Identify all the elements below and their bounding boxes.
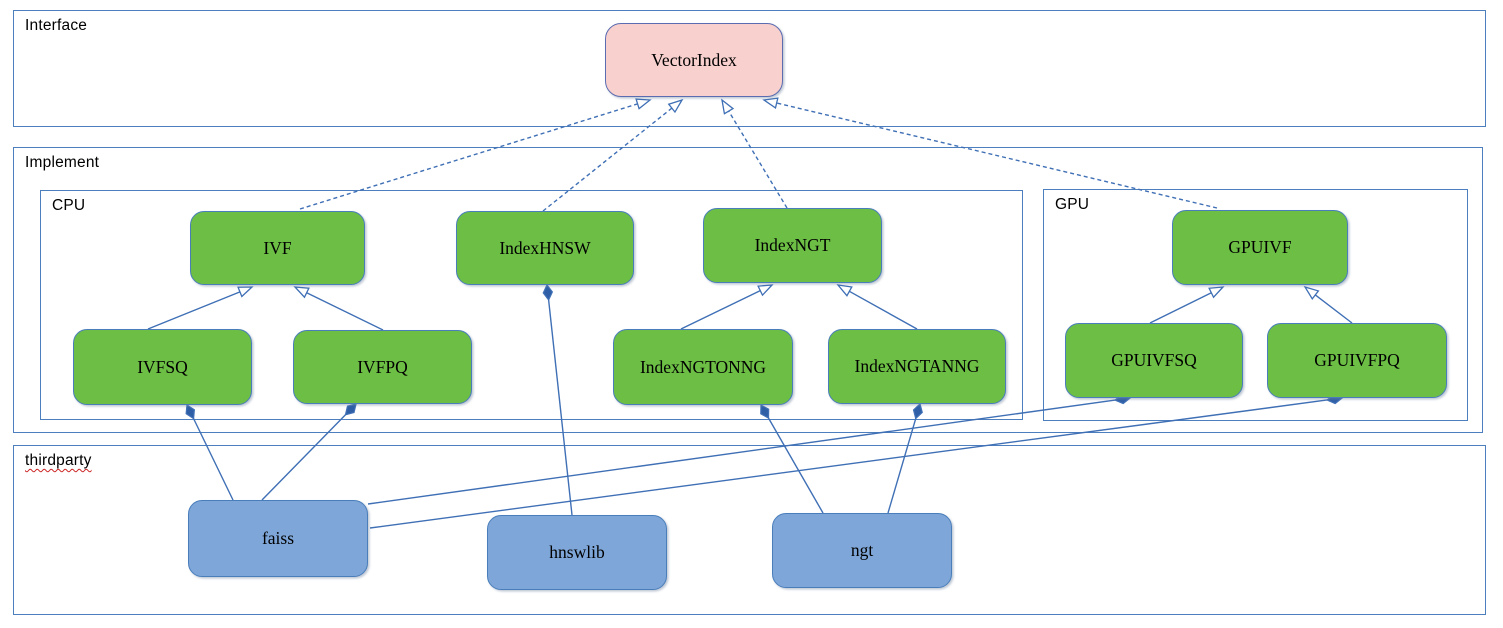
diamond-indexngtanng-ngt [912,402,923,420]
node-label-gpuivfsq: GPUIVFSQ [1111,350,1197,370]
node-ivf[interactable]: IVF [190,211,365,285]
edge-indexngtonng-indexngt [680,290,761,330]
edge-ivfpq-faiss [261,414,347,501]
node-indexngt[interactable]: IndexNGT [703,208,882,283]
node-ivfsq[interactable]: IVFSQ [73,329,252,405]
edge-indexhnsw-hnswlib [547,299,573,516]
edge-ivfsq-faiss [192,418,234,501]
arrowhead-gpuivfpq-gpuivf [1303,285,1320,301]
section-frame-thirdparty[interactable]: thirdparty [13,445,1486,615]
section-frame-implement[interactable]: Implement [13,147,1483,433]
node-label-indexhnsw: IndexHNSW [499,237,591,258]
node-label-gpuivfpq: GPUIVFPQ [1314,350,1400,370]
arrowhead-gpuivf-vectorindex [762,97,779,109]
diamond-indexhnsw-hnswlib [542,283,554,302]
node-label-indexngtonng: IndexNGTONNG [639,356,767,377]
node-label-indexngtanng: IndexNGTANNG [854,356,980,376]
arrowhead-indexngtonng-indexngt [757,284,774,297]
section-label-interface: Interface [25,17,88,34]
node-gpuivfsq[interactable]: GPUIVFSQ [1065,323,1243,398]
node-gpuivfpq[interactable]: GPUIVFPQ [1267,323,1447,398]
diamond-ivfpq-faiss [344,403,357,416]
arrowhead-indexngtanng-indexngt [836,284,853,297]
edge-indexngtanng-indexngt [849,290,918,330]
edge-gpuivfpq-gpuivf [1314,294,1353,324]
node-label-ngt: ngt [850,540,874,560]
edge-gpuivf-vectorindex [776,102,1218,209]
node-hnswlib[interactable]: hnswlib [487,515,667,590]
node-indexngtanng[interactable]: IndexNGTANNG [828,329,1006,404]
node-gpuivf[interactable]: GPUIVF [1172,210,1348,285]
node-faiss[interactable]: faiss [188,500,368,577]
node-vectorindex[interactable]: VectorIndex [605,23,783,97]
arrowhead-indexhnsw-vectorindex [667,98,684,114]
section-label-cpu: CPU [52,197,86,214]
arrowhead-ivf-vectorindex [635,98,652,110]
node-indexngtonng[interactable]: IndexNGTONNG [613,329,793,405]
edge-ivfsq-ivf [147,291,241,330]
edge-gpuivfpq-faiss [369,399,1328,529]
arrowhead-indexngt-vectorindex [721,98,735,115]
edge-indexngt-vectorindex [728,110,788,209]
diamond-indexngtonng-ngt [760,403,770,420]
edge-indexngtanng-ngt [887,418,917,514]
arrowhead-gpuivfsq-gpuivf [1208,286,1225,299]
edge-gpuivfsq-faiss [367,399,1116,505]
node-label-faiss: faiss [261,528,295,548]
diamond-ivfsq-faiss [185,403,196,420]
edge-indexngtonng-ngt [767,417,824,514]
arrowhead-ivfsq-ivf [237,286,254,298]
node-label-hnswlib: hnswlib [549,542,605,562]
edge-ivfpq-ivf [306,292,384,331]
section-frame-interface[interactable]: Interface [13,10,1486,127]
node-label-vectorindex: VectorIndex [651,49,737,70]
node-label-ivf: IVF [263,237,292,258]
node-label-ivfpq: IVFPQ [357,356,408,377]
node-label-indexngt: IndexNGT [754,235,831,255]
section-frame-cpu[interactable]: CPU [40,190,1023,420]
section-frame-gpu[interactable]: GPU [1043,189,1468,421]
node-ngt[interactable]: ngt [772,513,952,588]
edge-indexhnsw-vectorindex [542,107,673,212]
node-indexhnsw[interactable]: IndexHNSW [456,211,634,285]
node-label-gpuivf: GPUIVF [1228,237,1292,257]
section-label-thirdparty: thirdparty [25,452,92,469]
edge-ivf-vectorindex [299,103,638,210]
section-label-implement: Implement [25,154,100,171]
node-label-ivfsq: IVFSQ [137,356,188,377]
section-label-gpu: GPU [1055,196,1090,213]
node-ivfpq[interactable]: IVFPQ [293,330,472,404]
arrowhead-ivfpq-ivf [293,286,310,299]
edge-gpuivfsq-gpuivf [1149,292,1212,324]
